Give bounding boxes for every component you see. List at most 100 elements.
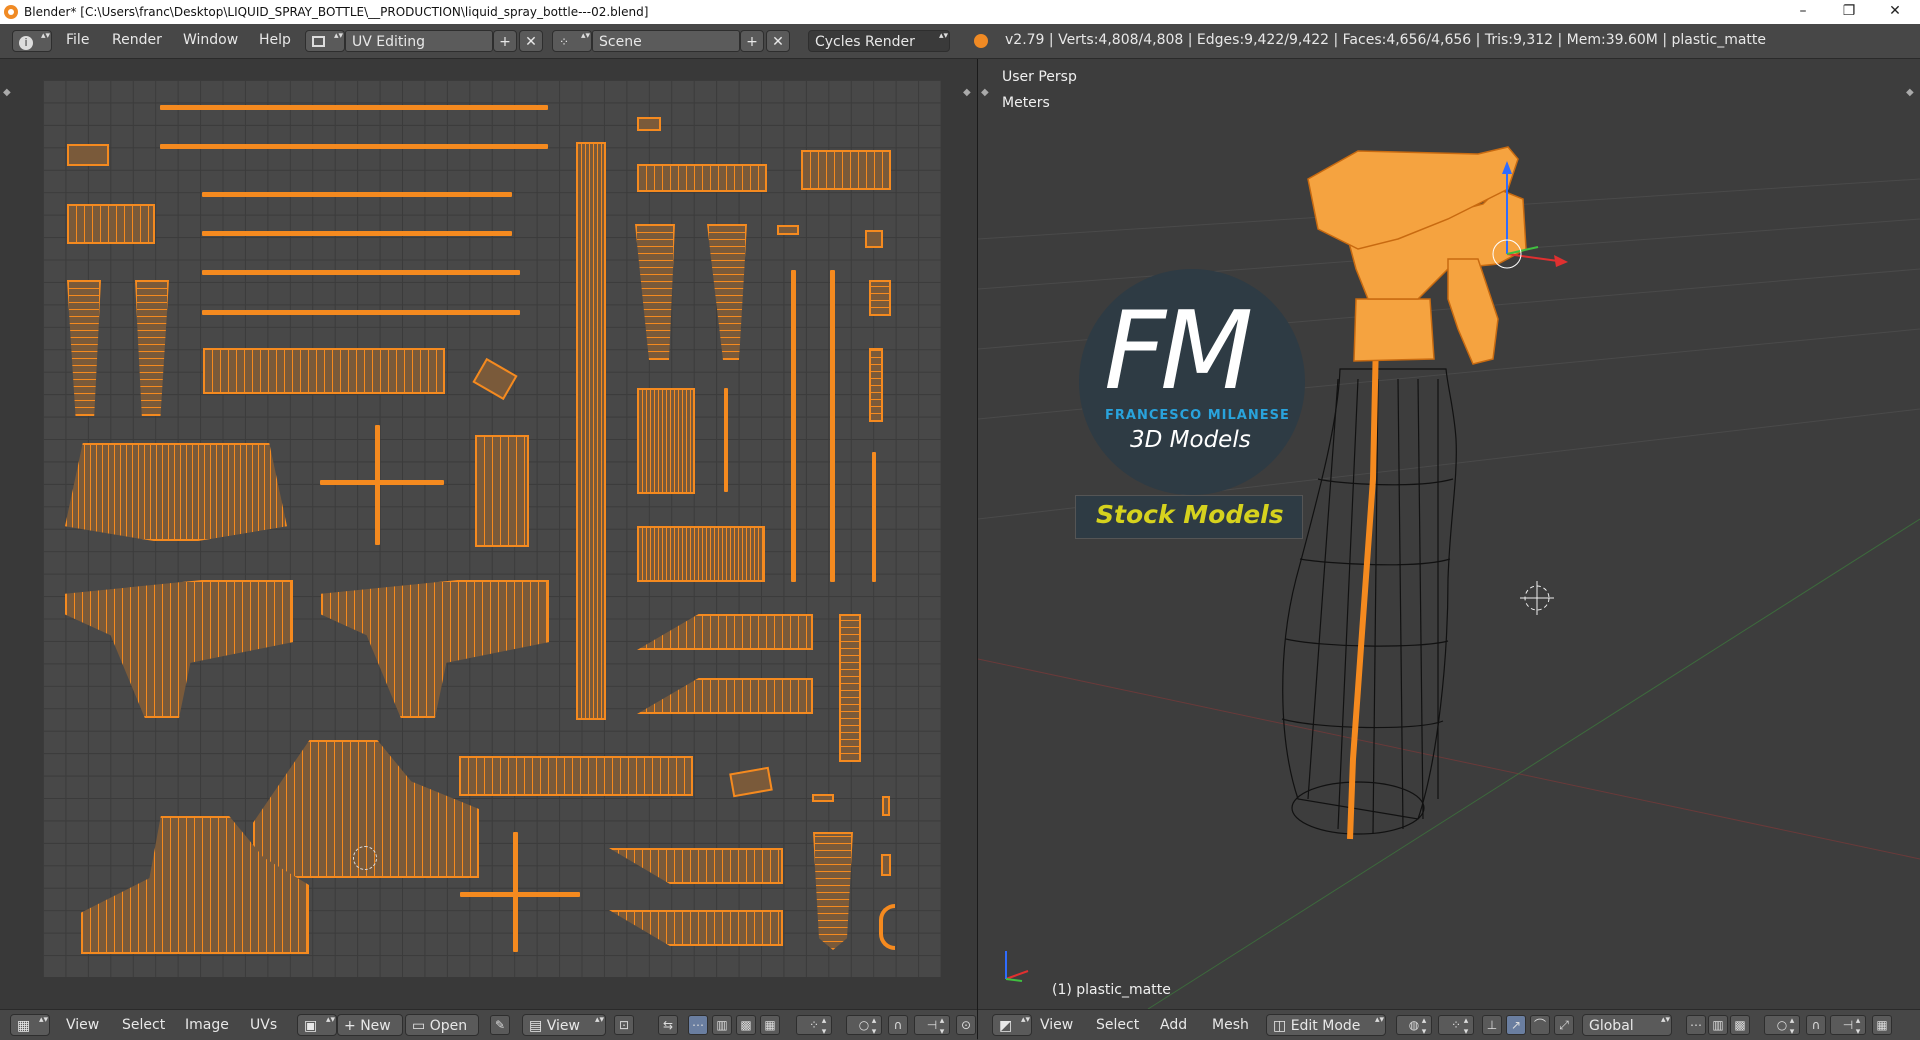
uv-island [202, 270, 520, 275]
uv-island [869, 280, 891, 316]
edge-select-icon[interactable]: ▥ [1708, 1015, 1728, 1035]
island-select-icon[interactable]: ▦ [760, 1015, 780, 1035]
browse-image-button[interactable]: ▣ [297, 1014, 337, 1036]
uv-island [609, 910, 783, 946]
uv-menu-view[interactable]: View [66, 1017, 100, 1033]
vp-menu-view[interactable]: View [1040, 1017, 1074, 1033]
minimize-button[interactable]: – [1799, 3, 1807, 19]
render-engine-dropdown[interactable]: Cycles Render [808, 30, 950, 52]
vp-menu-select[interactable]: Select [1096, 1017, 1140, 1033]
uv-island [160, 144, 548, 149]
screen-layout-menu[interactable] [305, 30, 345, 52]
cursor-icon[interactable]: ⊙ [956, 1015, 976, 1035]
uv-island [813, 832, 853, 950]
face-select-icon[interactable]: ▩ [1730, 1015, 1750, 1035]
menu-render[interactable]: Render [112, 32, 162, 48]
proportional-edit-dropdown[interactable]: ○ [846, 1015, 882, 1038]
info-icon: i [19, 36, 33, 50]
dip-tube [1347, 338, 1379, 840]
uv-island [881, 854, 891, 876]
uv-menu-image[interactable]: Image [185, 1017, 229, 1033]
manipulator-toggle-icon[interactable]: ⊥ [1482, 1015, 1502, 1035]
scene-field[interactable]: Scene [592, 30, 740, 52]
image-icon: ▣ [304, 1018, 318, 1034]
new-image-button[interactable]: + New [337, 1014, 403, 1036]
uv-island [637, 164, 767, 192]
vertex-select-icon[interactable]: ⋯ [688, 1015, 708, 1035]
pivot-icon[interactable]: ⊡ [614, 1015, 634, 1035]
rotate-manipulator-icon[interactable]: ⌒ [1530, 1015, 1550, 1035]
uv-island [67, 144, 109, 166]
vertex-select-icon[interactable]: ⋯ [1686, 1015, 1706, 1035]
uv-cursor-icon [353, 846, 377, 870]
uv-island [135, 280, 169, 416]
3d-cursor-icon [1520, 581, 1554, 615]
uv-island [513, 832, 518, 952]
uv-island [609, 848, 783, 884]
uv-island [576, 142, 606, 720]
menu-window[interactable]: Window [183, 32, 239, 48]
blender-logo-icon [974, 34, 988, 48]
view-mode-dropdown[interactable]: ▤ View [522, 1014, 606, 1036]
snap-icon[interactable]: ∩ [888, 1015, 908, 1035]
snap-element-dropdown[interactable]: ⊣ [914, 1015, 950, 1038]
scale-manipulator-icon[interactable]: ⤢ [1554, 1015, 1574, 1035]
close-window-button[interactable]: ✕ [1889, 3, 1901, 19]
edge-select-icon[interactable]: ▥ [712, 1015, 732, 1035]
sticky-selection-dropdown[interactable]: ⁘ [796, 1015, 832, 1038]
interaction-mode-dropdown[interactable]: ◫ Edit Mode [1266, 1014, 1386, 1036]
plus-icon: + [499, 34, 511, 50]
uv-island [202, 192, 512, 197]
face-select-icon[interactable]: ▩ [736, 1015, 756, 1035]
vp-menu-mesh[interactable]: Mesh [1212, 1017, 1249, 1033]
view-mode-icon: ▤ [529, 1018, 547, 1034]
scene-name: Scene [599, 34, 642, 50]
snap-icon[interactable]: ∩ [1806, 1015, 1826, 1035]
view-axes-icon [1005, 951, 1029, 982]
open-image-button[interactable]: ▭ Open [405, 1014, 479, 1036]
active-object-label: (1) plastic_matte [1052, 982, 1171, 998]
toolbar-toggle-icon[interactable]: ◆ [3, 87, 11, 98]
add-screen-button[interactable]: + [493, 30, 517, 52]
menu-file[interactable]: File [66, 32, 90, 48]
uv-island [707, 224, 747, 360]
logo-subtitle: 3D Models [1130, 427, 1251, 453]
uv-menu-uvs[interactable]: UVs [250, 1017, 278, 1033]
delete-screen-button[interactable]: ✕ [519, 30, 543, 52]
uv-island [777, 225, 799, 235]
menu-help[interactable]: Help [259, 32, 291, 48]
snap-element-dropdown[interactable]: ⊣ [1830, 1015, 1866, 1038]
uv-editor-icon: ▦ [17, 1018, 31, 1034]
sync-selection-icon[interactable]: ⇆ [658, 1015, 678, 1035]
editor-type-info-button[interactable]: i [12, 30, 52, 52]
sprayer-head [1307, 146, 1527, 365]
toolbar-toggle-icon[interactable]: ◆ [981, 87, 989, 98]
render-preview-icon[interactable]: ▦ [1872, 1015, 1892, 1035]
viewport-shading-dropdown[interactable]: ◍ [1396, 1015, 1432, 1038]
editor-type-button[interactable]: ▦ [10, 1014, 50, 1036]
pin-icon[interactable]: ✎ [490, 1015, 510, 1035]
properties-toggle-icon[interactable]: ◆ [963, 87, 971, 98]
uv-island [637, 388, 695, 494]
proportional-edit-dropdown[interactable]: ○ [1764, 1015, 1800, 1038]
transform-orientation-dropdown[interactable]: Global [1582, 1014, 1672, 1036]
translate-manipulator-icon[interactable]: ↗ [1506, 1015, 1526, 1035]
properties-toggle-icon[interactable]: ◆ [1906, 87, 1914, 98]
uv-island [321, 580, 549, 718]
uv-grid-canvas[interactable] [43, 80, 941, 977]
editor-type-button[interactable]: ◩ [992, 1014, 1032, 1036]
uv-menu-select[interactable]: Select [122, 1017, 166, 1033]
uv-island [475, 435, 529, 547]
3d-viewport[interactable]: ◆ ◆ User Persp Meters (1) plastic_matte … [978, 59, 1920, 1009]
interaction-mode-label: Edit Mode [1290, 1018, 1361, 1034]
restore-button[interactable]: ❐ [1842, 3, 1856, 19]
uv-island [872, 452, 876, 582]
area-split[interactable] [977, 59, 978, 1039]
pivot-point-dropdown[interactable]: ⁘ [1438, 1015, 1474, 1038]
add-scene-button[interactable]: + [740, 30, 764, 52]
uv-island [801, 150, 891, 190]
screen-layout-field[interactable]: UV Editing [345, 30, 493, 52]
scene-menu[interactable]: ⁘ [552, 30, 592, 52]
delete-scene-button[interactable]: ✕ [766, 30, 790, 52]
vp-menu-add[interactable]: Add [1160, 1017, 1188, 1033]
